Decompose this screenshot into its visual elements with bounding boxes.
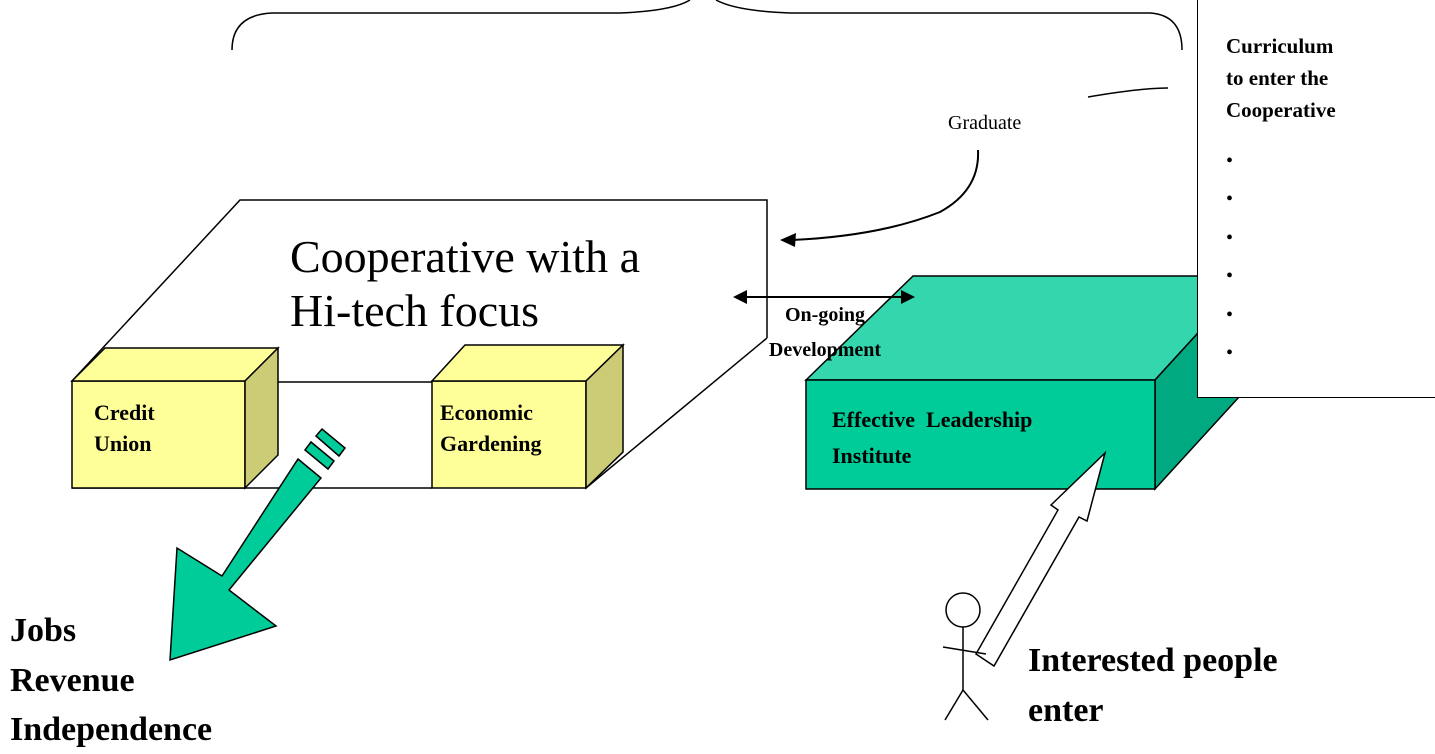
ongoing-label-line2: Development: [768, 339, 882, 361]
leadership-label-line1: Effective Leadership: [832, 407, 1033, 432]
graduate-label: Graduate: [948, 112, 1022, 134]
outcome-jobs: Jobs: [10, 612, 77, 649]
curriculum-bullet: •: [1226, 342, 1234, 364]
credit-union-label-line1: Credit: [94, 400, 155, 425]
entry-label-line2: enter: [1028, 692, 1104, 729]
curriculum-bullet: •: [1226, 150, 1234, 172]
curriculum-title-line1: Curriculum: [1226, 34, 1334, 58]
outcome-arrow: [169, 427, 347, 662]
graduate-arrow: [780, 87, 1169, 247]
ongoing-label-line1: On-going: [784, 304, 866, 326]
curriculum-panel: Curriculum to enter the Cooperative • • …: [1197, 0, 1435, 398]
credit-union-box: [70, 346, 280, 490]
economic-gardening-label-line2: Gardening: [440, 431, 542, 456]
cooperative-title-line2: Hi-tech focus: [290, 285, 540, 336]
entry-label-line1: Interested people: [1028, 642, 1278, 679]
entry-arrow: [975, 450, 1107, 668]
curriculum-bullet: •: [1226, 304, 1234, 326]
curriculum-bullet: •: [1226, 188, 1234, 210]
economic-gardening-label-line1: Economic: [440, 400, 533, 425]
curriculum-bullet: •: [1226, 227, 1234, 249]
stick-figure-icon: [942, 592, 989, 721]
outcome-independence: Independence: [10, 711, 213, 748]
curriculum-title: Curriculum to enter the Cooperative: [1226, 30, 1336, 126]
curriculum-title-line2: to enter the: [1226, 66, 1329, 90]
credit-union-label-line2: Union: [94, 431, 152, 456]
outcome-revenue: Revenue: [10, 662, 135, 699]
top-brace: [231, 0, 1183, 51]
cooperative-title-line1: Cooperative with a: [290, 231, 641, 282]
curriculum-title-line3: Cooperative: [1226, 98, 1336, 122]
economic-gardening-box: [430, 343, 625, 490]
ongoing-double-arrow: [733, 290, 915, 304]
leadership-label-line2: Institute: [832, 443, 912, 468]
curriculum-bullet: •: [1226, 265, 1234, 287]
